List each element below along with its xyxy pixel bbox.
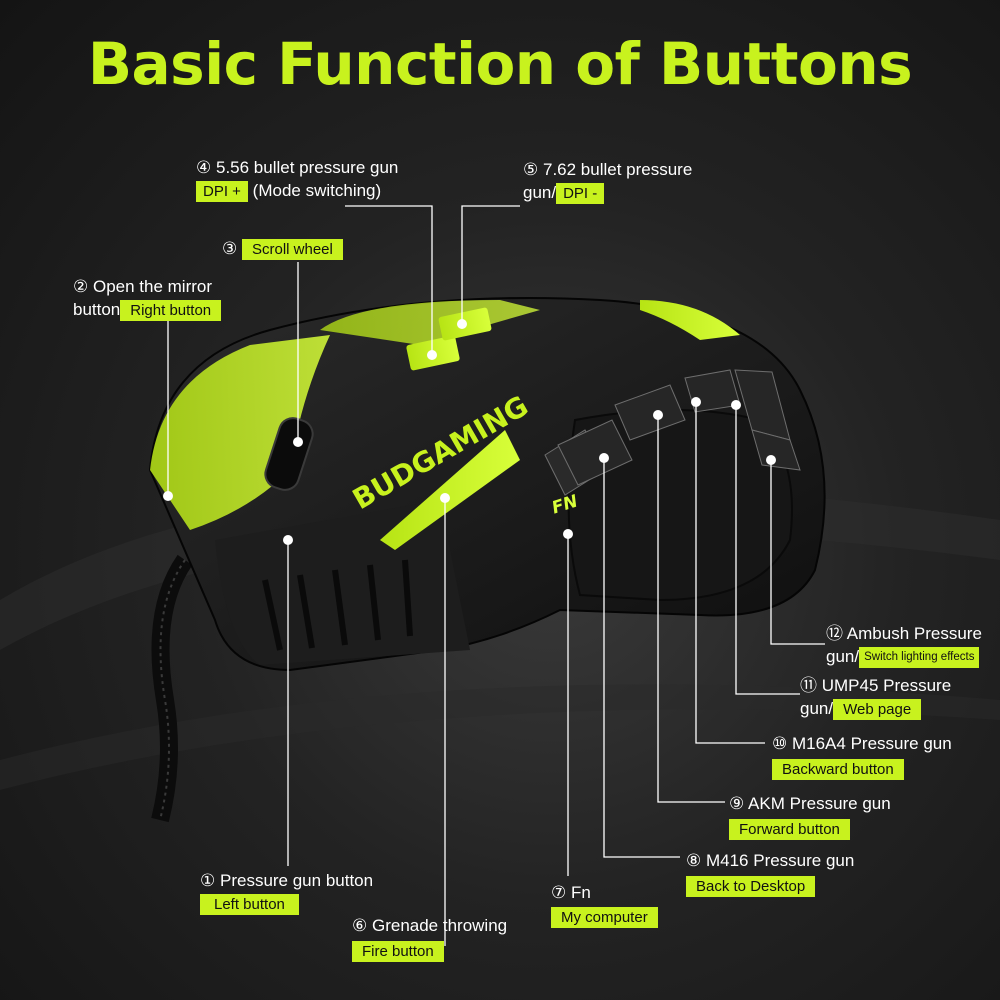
callout-9-tag: Forward button bbox=[729, 819, 850, 841]
callout-6-tag: Fire button bbox=[352, 941, 444, 963]
callout-2-text: Open the mirror bbox=[92, 277, 213, 296]
callout-12-text: Ambush Pressure bbox=[846, 624, 982, 643]
left-button-graphic bbox=[150, 335, 330, 530]
callout-10-text: M16A4 Pressure gun bbox=[791, 734, 952, 753]
callout-3-tag: Scroll wheel bbox=[241, 239, 343, 261]
callout-5-number: ⑤ bbox=[523, 160, 539, 179]
callout-12-text2: gun/ bbox=[826, 647, 860, 666]
callout-11: ⑪ UMP45 Pressure gun/Web page bbox=[800, 675, 952, 721]
leader-8 bbox=[603, 458, 680, 858]
callout-leaders bbox=[167, 205, 825, 946]
callout-10-tag: Backward button bbox=[772, 759, 904, 781]
leader-dot-12 bbox=[766, 455, 776, 465]
leader-dot-3 bbox=[293, 437, 303, 447]
callout-10-number: ⑩ bbox=[772, 734, 788, 753]
callout-8-text: M416 Pressure gun bbox=[705, 851, 855, 870]
callout-4-text: 5.56 bullet pressure gun bbox=[215, 158, 399, 177]
front-vents bbox=[262, 559, 413, 651]
callout-1: ① Pressure gun button Left button bbox=[200, 870, 374, 916]
callout-12-tag: Switch lighting effects bbox=[859, 647, 980, 669]
leader-dot-10 bbox=[691, 397, 701, 407]
leader-dot-5 bbox=[457, 319, 467, 329]
page-title: Basic Function of Buttons bbox=[87, 30, 913, 98]
mouse-cable-braid bbox=[159, 559, 186, 821]
callout-4-extra: (Mode switching) bbox=[252, 181, 382, 200]
callout-3-number: ③ bbox=[222, 239, 238, 258]
callout-7: ⑦ Fn My computer bbox=[551, 882, 658, 929]
callout-11-tag: Web page bbox=[833, 699, 922, 721]
leader-12 bbox=[770, 460, 825, 645]
callout-3: ③ Scroll wheel bbox=[222, 238, 343, 261]
background-swoosh bbox=[0, 684, 1000, 790]
callout-7-number: ⑦ bbox=[551, 883, 567, 902]
callout-8: ⑧ M416 Pressure gun Back to Desktop bbox=[686, 850, 855, 898]
callout-4-number: ④ bbox=[196, 158, 212, 177]
leader-11 bbox=[735, 405, 800, 695]
callout-5-tag: DPI - bbox=[556, 183, 605, 205]
callout-5: ⑤ 7.62 bullet pressure gun/DPI - bbox=[523, 159, 693, 205]
callout-6: ⑥ Grenade throwing Fire button bbox=[352, 915, 508, 963]
callout-9-text: AKM Pressure gun bbox=[748, 794, 891, 813]
callout-1-number: ① bbox=[200, 871, 216, 890]
callout-5-text2: gun/ bbox=[523, 183, 557, 202]
leader-4 bbox=[345, 205, 433, 355]
callout-2-tag: Right button bbox=[120, 300, 222, 322]
leader-dot-8 bbox=[599, 453, 609, 463]
leader-dot-1 bbox=[283, 535, 293, 545]
side-button-ambush[interactable] bbox=[751, 429, 801, 471]
leader-dot-2 bbox=[163, 491, 173, 501]
scroll-wheel[interactable] bbox=[262, 415, 317, 494]
callout-7-text: Fn bbox=[570, 883, 591, 902]
leader-dot-6 bbox=[440, 493, 450, 503]
callout-5-text: 7.62 bullet pressure bbox=[542, 160, 693, 179]
side-button-m416[interactable] bbox=[557, 419, 633, 486]
callout-4: ④ 5.56 bullet pressure gun DPI + (Mode s… bbox=[196, 157, 399, 203]
callout-6-text: Grenade throwing bbox=[371, 916, 508, 935]
side-button-akm[interactable] bbox=[614, 384, 686, 441]
leader-dot-11 bbox=[731, 400, 741, 410]
callout-8-number: ⑧ bbox=[686, 851, 702, 870]
callout-7-tag: My computer bbox=[551, 907, 658, 929]
callout-6-number: ⑥ bbox=[352, 916, 368, 935]
callout-1-text: Pressure gun button bbox=[219, 871, 374, 890]
callout-9-number: ⑨ bbox=[729, 794, 745, 813]
callout-11-text: UMP45 Pressure bbox=[821, 676, 952, 695]
callout-2-number: ② bbox=[73, 277, 89, 296]
callout-8-tag: Back to Desktop bbox=[686, 876, 816, 898]
callout-4-tag: DPI + bbox=[196, 181, 248, 203]
callout-1-tag: Left button bbox=[200, 894, 299, 916]
leader-dot-7 bbox=[563, 529, 573, 539]
leader-dot-9 bbox=[653, 410, 663, 420]
callout-12: ⑫ Ambush Pressure gun/Switch lighting ef… bbox=[826, 623, 982, 669]
callout-11-number: ⑪ bbox=[800, 676, 817, 695]
callout-10: ⑩ M16A4 Pressure gun Backward button bbox=[772, 733, 952, 781]
leader-10 bbox=[695, 402, 765, 744]
callout-9: ⑨ AKM Pressure gun Forward button bbox=[729, 793, 891, 841]
leader-dot-4 bbox=[427, 350, 437, 360]
callout-11-text2: gun/ bbox=[800, 699, 834, 718]
callout-2-text2: button bbox=[73, 300, 121, 319]
leader-9 bbox=[657, 415, 725, 803]
callout-dots bbox=[163, 319, 776, 545]
callout-12-number: ⑫ bbox=[826, 624, 843, 643]
top-accent bbox=[640, 300, 740, 340]
fire-button-graphic bbox=[380, 430, 520, 550]
leader-5 bbox=[461, 205, 520, 324]
